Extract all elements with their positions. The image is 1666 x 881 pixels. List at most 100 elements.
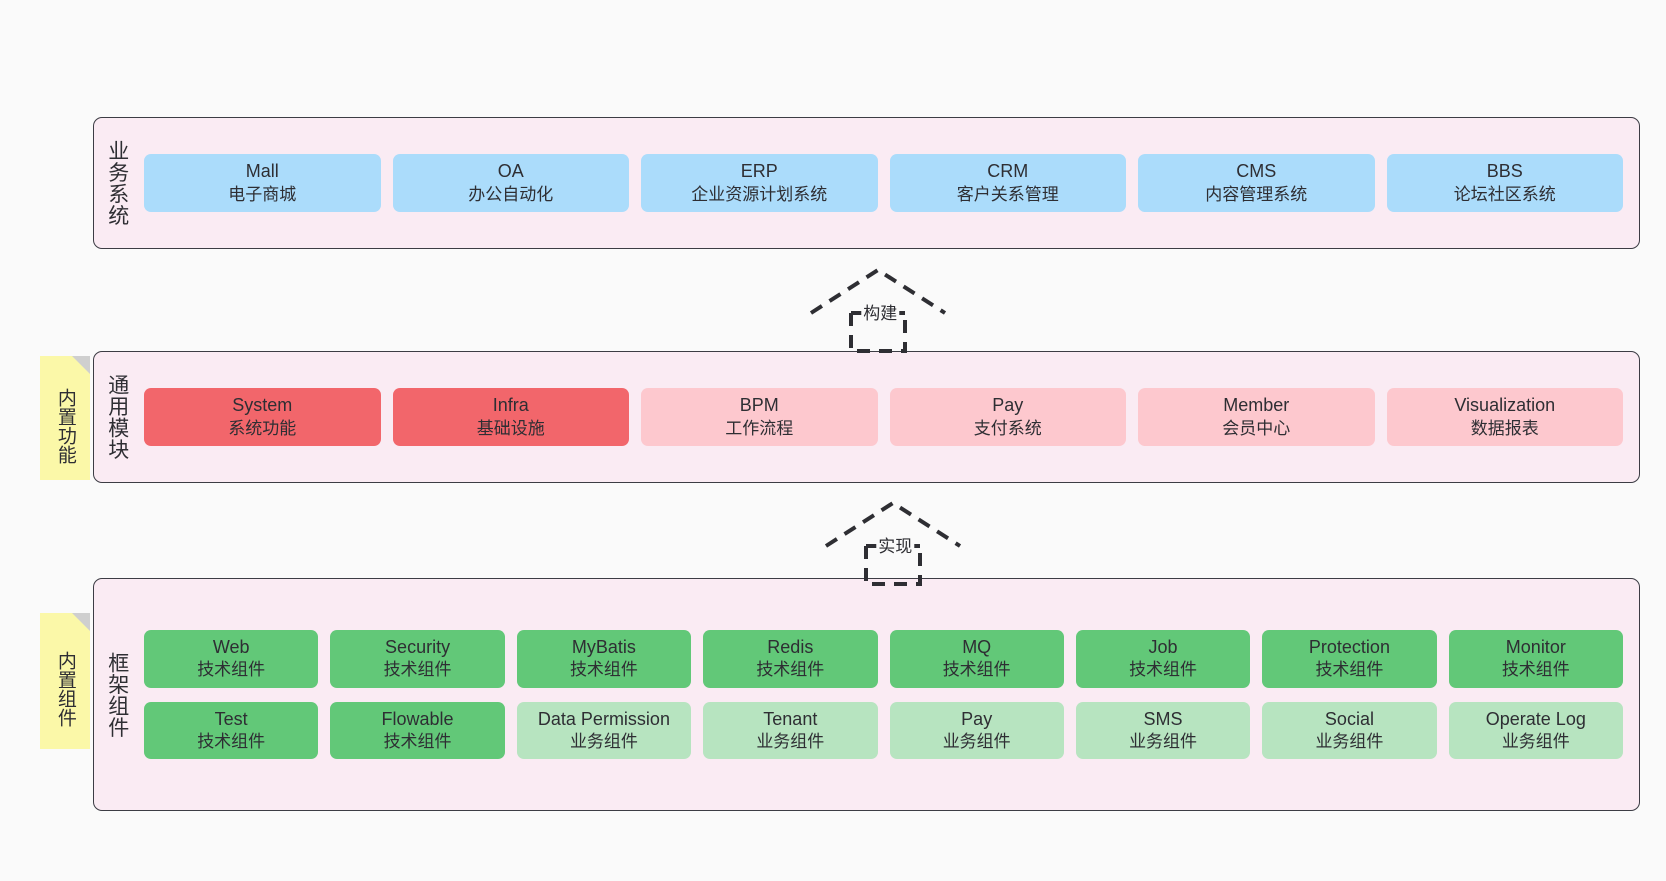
card-title: CRM bbox=[987, 161, 1029, 182]
card-subtitle: 技术组件 bbox=[197, 660, 266, 680]
card-title: Monitor bbox=[1505, 637, 1566, 658]
card-title: Security bbox=[385, 637, 451, 658]
card-monitor[interactable]: Monitor 技术组件 bbox=[1448, 630, 1623, 688]
connector-build: 构建 bbox=[803, 265, 953, 355]
sticky-note-label: 内置组件 bbox=[54, 651, 76, 727]
card-subtitle: 业务组件 bbox=[1501, 731, 1570, 751]
card-protection[interactable]: Protection 技术组件 bbox=[1262, 630, 1437, 688]
card-subtitle: 办公自动化 bbox=[468, 184, 554, 204]
card-tenant[interactable]: Tenant 业务组件 bbox=[703, 701, 878, 759]
card-title: MyBatis bbox=[571, 637, 636, 658]
card-title: Protection bbox=[1308, 637, 1390, 658]
card-web[interactable]: Web 技术组件 bbox=[144, 630, 319, 688]
card-data-permission[interactable]: Data Permission 业务组件 bbox=[516, 701, 692, 759]
card-title: Social bbox=[1324, 708, 1374, 729]
layer-framework-components: 框架组件 Web 技术组件 Security 技术组件 MyBatis 技术组件… bbox=[93, 578, 1640, 811]
card-subtitle: 论坛社区系统 bbox=[1453, 184, 1556, 204]
card-pay-component[interactable]: Pay 业务组件 bbox=[889, 701, 1064, 759]
card-subtitle: 技术组件 bbox=[756, 660, 825, 680]
card-row: System 系统功能 Infra 基础设施 BPM 工作流程 Pay 支付系统… bbox=[144, 388, 1623, 446]
card-subtitle: 业务组件 bbox=[756, 731, 825, 751]
card-member[interactable]: Member 会员中心 bbox=[1138, 388, 1375, 446]
card-subtitle: 技术组件 bbox=[197, 731, 266, 751]
sticky-note-builtin-components: 内置组件 bbox=[40, 613, 90, 749]
card-title: Member bbox=[1223, 395, 1290, 416]
card-subtitle: 技术组件 bbox=[383, 660, 452, 680]
card-title: Redis bbox=[767, 637, 814, 658]
sticky-note-builtin-features: 内置功能 bbox=[40, 356, 90, 480]
card-oa[interactable]: OA 办公自动化 bbox=[392, 154, 629, 212]
card-subtitle: 技术组件 bbox=[569, 660, 638, 680]
card-row: Mall 电子商城 OA 办公自动化 ERP 企业资源计划系统 CRM 客户关系… bbox=[144, 154, 1623, 212]
card-mq[interactable]: MQ 技术组件 bbox=[889, 630, 1064, 688]
card-title: Job bbox=[1148, 637, 1178, 658]
card-subtitle: 工作流程 bbox=[725, 418, 794, 438]
card-subtitle: 技术组件 bbox=[942, 660, 1011, 680]
layer-caption-common-modules: 通用模块 bbox=[105, 374, 129, 460]
card-redis[interactable]: Redis 技术组件 bbox=[703, 630, 878, 688]
card-title: Tenant bbox=[763, 708, 818, 729]
connector-implement: 实现 bbox=[818, 498, 968, 588]
card-crm[interactable]: CRM 客户关系管理 bbox=[889, 154, 1126, 212]
card-subtitle: 技术组件 bbox=[1129, 660, 1198, 680]
card-subtitle: 系统功能 bbox=[228, 418, 297, 438]
card-title: MQ bbox=[962, 637, 992, 658]
card-mybatis[interactable]: MyBatis 技术组件 bbox=[516, 630, 692, 688]
card-system[interactable]: System 系统功能 bbox=[144, 388, 381, 446]
card-subtitle: 技术组件 bbox=[383, 731, 452, 751]
card-job[interactable]: Job 技术组件 bbox=[1075, 630, 1251, 688]
card-subtitle: 业务组件 bbox=[1129, 731, 1198, 751]
card-flowable[interactable]: Flowable 技术组件 bbox=[330, 701, 505, 759]
card-bpm[interactable]: BPM 工作流程 bbox=[641, 388, 878, 446]
layer-body-business-systems: Mall 电子商城 OA 办公自动化 ERP 企业资源计划系统 CRM 客户关系… bbox=[140, 118, 1639, 248]
card-title: OA bbox=[497, 161, 524, 182]
card-test[interactable]: Test 技术组件 bbox=[144, 701, 319, 759]
layer-common-modules: 通用模块 System 系统功能 Infra 基础设施 BPM 工作流程 Pay… bbox=[93, 351, 1640, 483]
card-sms[interactable]: SMS 业务组件 bbox=[1075, 701, 1251, 759]
card-visualization[interactable]: Visualization 数据报表 bbox=[1386, 388, 1623, 446]
card-subtitle: 内容管理系统 bbox=[1205, 184, 1308, 204]
card-erp[interactable]: ERP 企业资源计划系统 bbox=[641, 154, 878, 212]
card-row: Test 技术组件 Flowable 技术组件 Data Permission … bbox=[144, 701, 1623, 759]
card-subtitle: 数据报表 bbox=[1470, 418, 1539, 438]
card-subtitle: 支付系统 bbox=[973, 418, 1042, 438]
layer-business-systems: 业务系统 Mall 电子商城 OA 办公自动化 ERP 企业资源计划系统 CRM… bbox=[93, 117, 1640, 249]
card-subtitle: 电子商城 bbox=[228, 184, 297, 204]
layer-caption-framework-components: 框架组件 bbox=[105, 651, 129, 738]
layer-body-common-modules: System 系统功能 Infra 基础设施 BPM 工作流程 Pay 支付系统… bbox=[140, 352, 1639, 482]
card-subtitle: 业务组件 bbox=[569, 731, 638, 751]
card-subtitle: 会员中心 bbox=[1222, 418, 1291, 438]
card-title: Operate Log bbox=[1485, 708, 1586, 729]
card-title: SMS bbox=[1143, 708, 1183, 729]
card-security[interactable]: Security 技术组件 bbox=[330, 630, 505, 688]
card-bbs[interactable]: BBS 论坛社区系统 bbox=[1386, 154, 1623, 212]
card-operate-log[interactable]: Operate Log 业务组件 bbox=[1448, 701, 1623, 759]
card-title: BBS bbox=[1486, 161, 1523, 182]
card-subtitle: 企业资源计划系统 bbox=[691, 184, 828, 204]
card-title: Test bbox=[214, 708, 248, 729]
card-title: Pay bbox=[992, 395, 1024, 416]
card-title: BPM bbox=[739, 395, 779, 416]
layer-body-framework-components: Web 技术组件 Security 技术组件 MyBatis 技术组件 Redi… bbox=[140, 579, 1639, 810]
card-subtitle: 基础设施 bbox=[476, 418, 545, 438]
card-row: Web 技术组件 Security 技术组件 MyBatis 技术组件 Redi… bbox=[144, 630, 1623, 688]
card-title: Visualization bbox=[1454, 395, 1556, 416]
card-cms[interactable]: CMS 内容管理系统 bbox=[1138, 154, 1375, 212]
card-infra[interactable]: Infra 基础设施 bbox=[392, 388, 629, 446]
card-mall[interactable]: Mall 电子商城 bbox=[144, 154, 381, 212]
connector-label: 实现 bbox=[876, 532, 915, 557]
layer-caption-business-systems: 业务系统 bbox=[105, 140, 129, 226]
connector-label: 构建 bbox=[861, 299, 900, 324]
card-subtitle: 业务组件 bbox=[942, 731, 1011, 751]
card-social[interactable]: Social 业务组件 bbox=[1262, 701, 1437, 759]
card-pay[interactable]: Pay 支付系统 bbox=[889, 388, 1126, 446]
card-title: CMS bbox=[1236, 161, 1277, 182]
card-subtitle: 技术组件 bbox=[1315, 660, 1384, 680]
card-title: Mall bbox=[245, 161, 279, 182]
card-title: Data Permission bbox=[537, 708, 670, 729]
card-subtitle: 客户关系管理 bbox=[956, 184, 1059, 204]
card-title: Infra bbox=[492, 395, 529, 416]
sticky-note-label: 内置功能 bbox=[54, 388, 76, 464]
card-title: System bbox=[232, 395, 293, 416]
